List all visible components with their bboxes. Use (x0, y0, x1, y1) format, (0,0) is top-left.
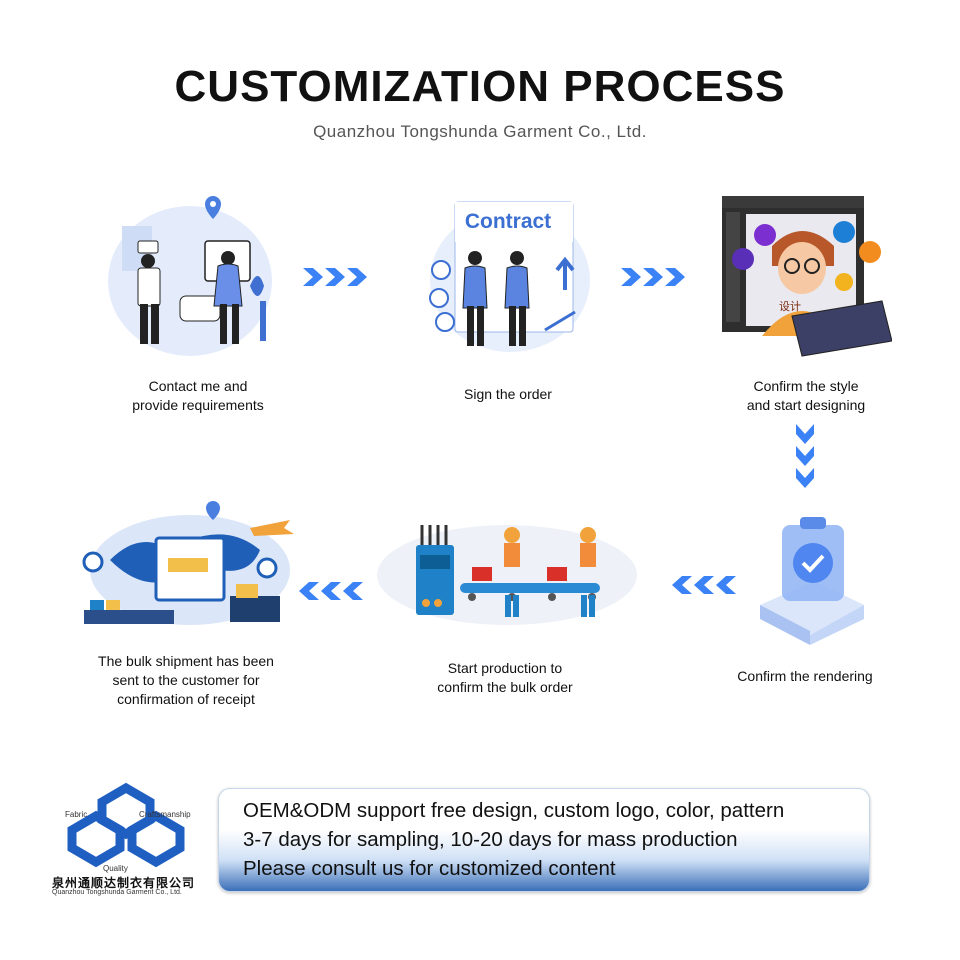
step-caption-production: Start production to confirm the bulk ord… (405, 659, 605, 697)
step-caption-line: confirm the bulk order (437, 679, 573, 695)
step-caption-rendering: Confirm the rendering (705, 667, 905, 686)
arrow-left-icon (297, 580, 363, 607)
info-line-consult: Please consult us for customized content (243, 857, 616, 880)
step-caption-shipment: The bulk shipment has been sent to the c… (66, 652, 306, 709)
step-caption-line: provide requirements (132, 397, 264, 413)
step-caption-line: Contact me and (148, 378, 248, 394)
arrow-down-icon (794, 424, 816, 495)
arrow-left-icon (670, 574, 736, 601)
step-caption-line: Sign the order (464, 386, 552, 402)
arrow-right-icon (303, 266, 369, 293)
step-caption-sign: Sign the order (408, 385, 608, 404)
step-caption-line: Confirm the style (753, 378, 859, 394)
logo-label-craftsmanship: Craftsmanship (139, 810, 191, 819)
info-line-oem: OEM&ODM support free design, custom logo… (243, 799, 785, 822)
step-caption-contact: Contact me and provide requirements (98, 377, 298, 415)
company-name-en: Quanzhou Tongshunda Garment Co., Ltd. (52, 889, 182, 896)
page-title: CUSTOMIZATION PROCESS (174, 62, 786, 111)
step-caption-line: and start designing (746, 397, 866, 413)
shirt-text: 设计 (779, 301, 801, 313)
info-line-lead-time: 3-7 days for sampling, 10-20 days for ma… (243, 828, 738, 851)
contract-illustration (425, 190, 595, 355)
step-caption-line: The bulk shipment has been (98, 653, 274, 669)
contact-illustration (100, 186, 275, 356)
arrow-right-icon (621, 266, 687, 293)
step-caption-line: sent to the customer for (112, 672, 260, 688)
step-caption-line: Confirm the rendering (737, 668, 873, 684)
rendering-illustration (750, 515, 868, 645)
contract-label: Contract (464, 210, 552, 233)
step-caption-line: Start production to (447, 660, 563, 676)
shipping-illustration (80, 500, 305, 638)
step-caption-line: confirmation of receipt (117, 691, 255, 707)
info-banner: OEM&ODM support free design, custom logo… (218, 788, 870, 892)
company-logo (62, 782, 192, 874)
designer-illustration (722, 196, 893, 360)
production-illustration (372, 515, 642, 627)
company-name-cn: 泉州通顺达制衣有限公司 (52, 876, 196, 890)
step-caption-design: Confirm the style and start designing (706, 377, 906, 415)
logo-label-quality: Quality (103, 864, 128, 873)
page-subtitle: Quanzhou Tongshunda Garment Co., Ltd. (313, 122, 647, 141)
logo-label-fabric: Fabric (65, 810, 88, 819)
